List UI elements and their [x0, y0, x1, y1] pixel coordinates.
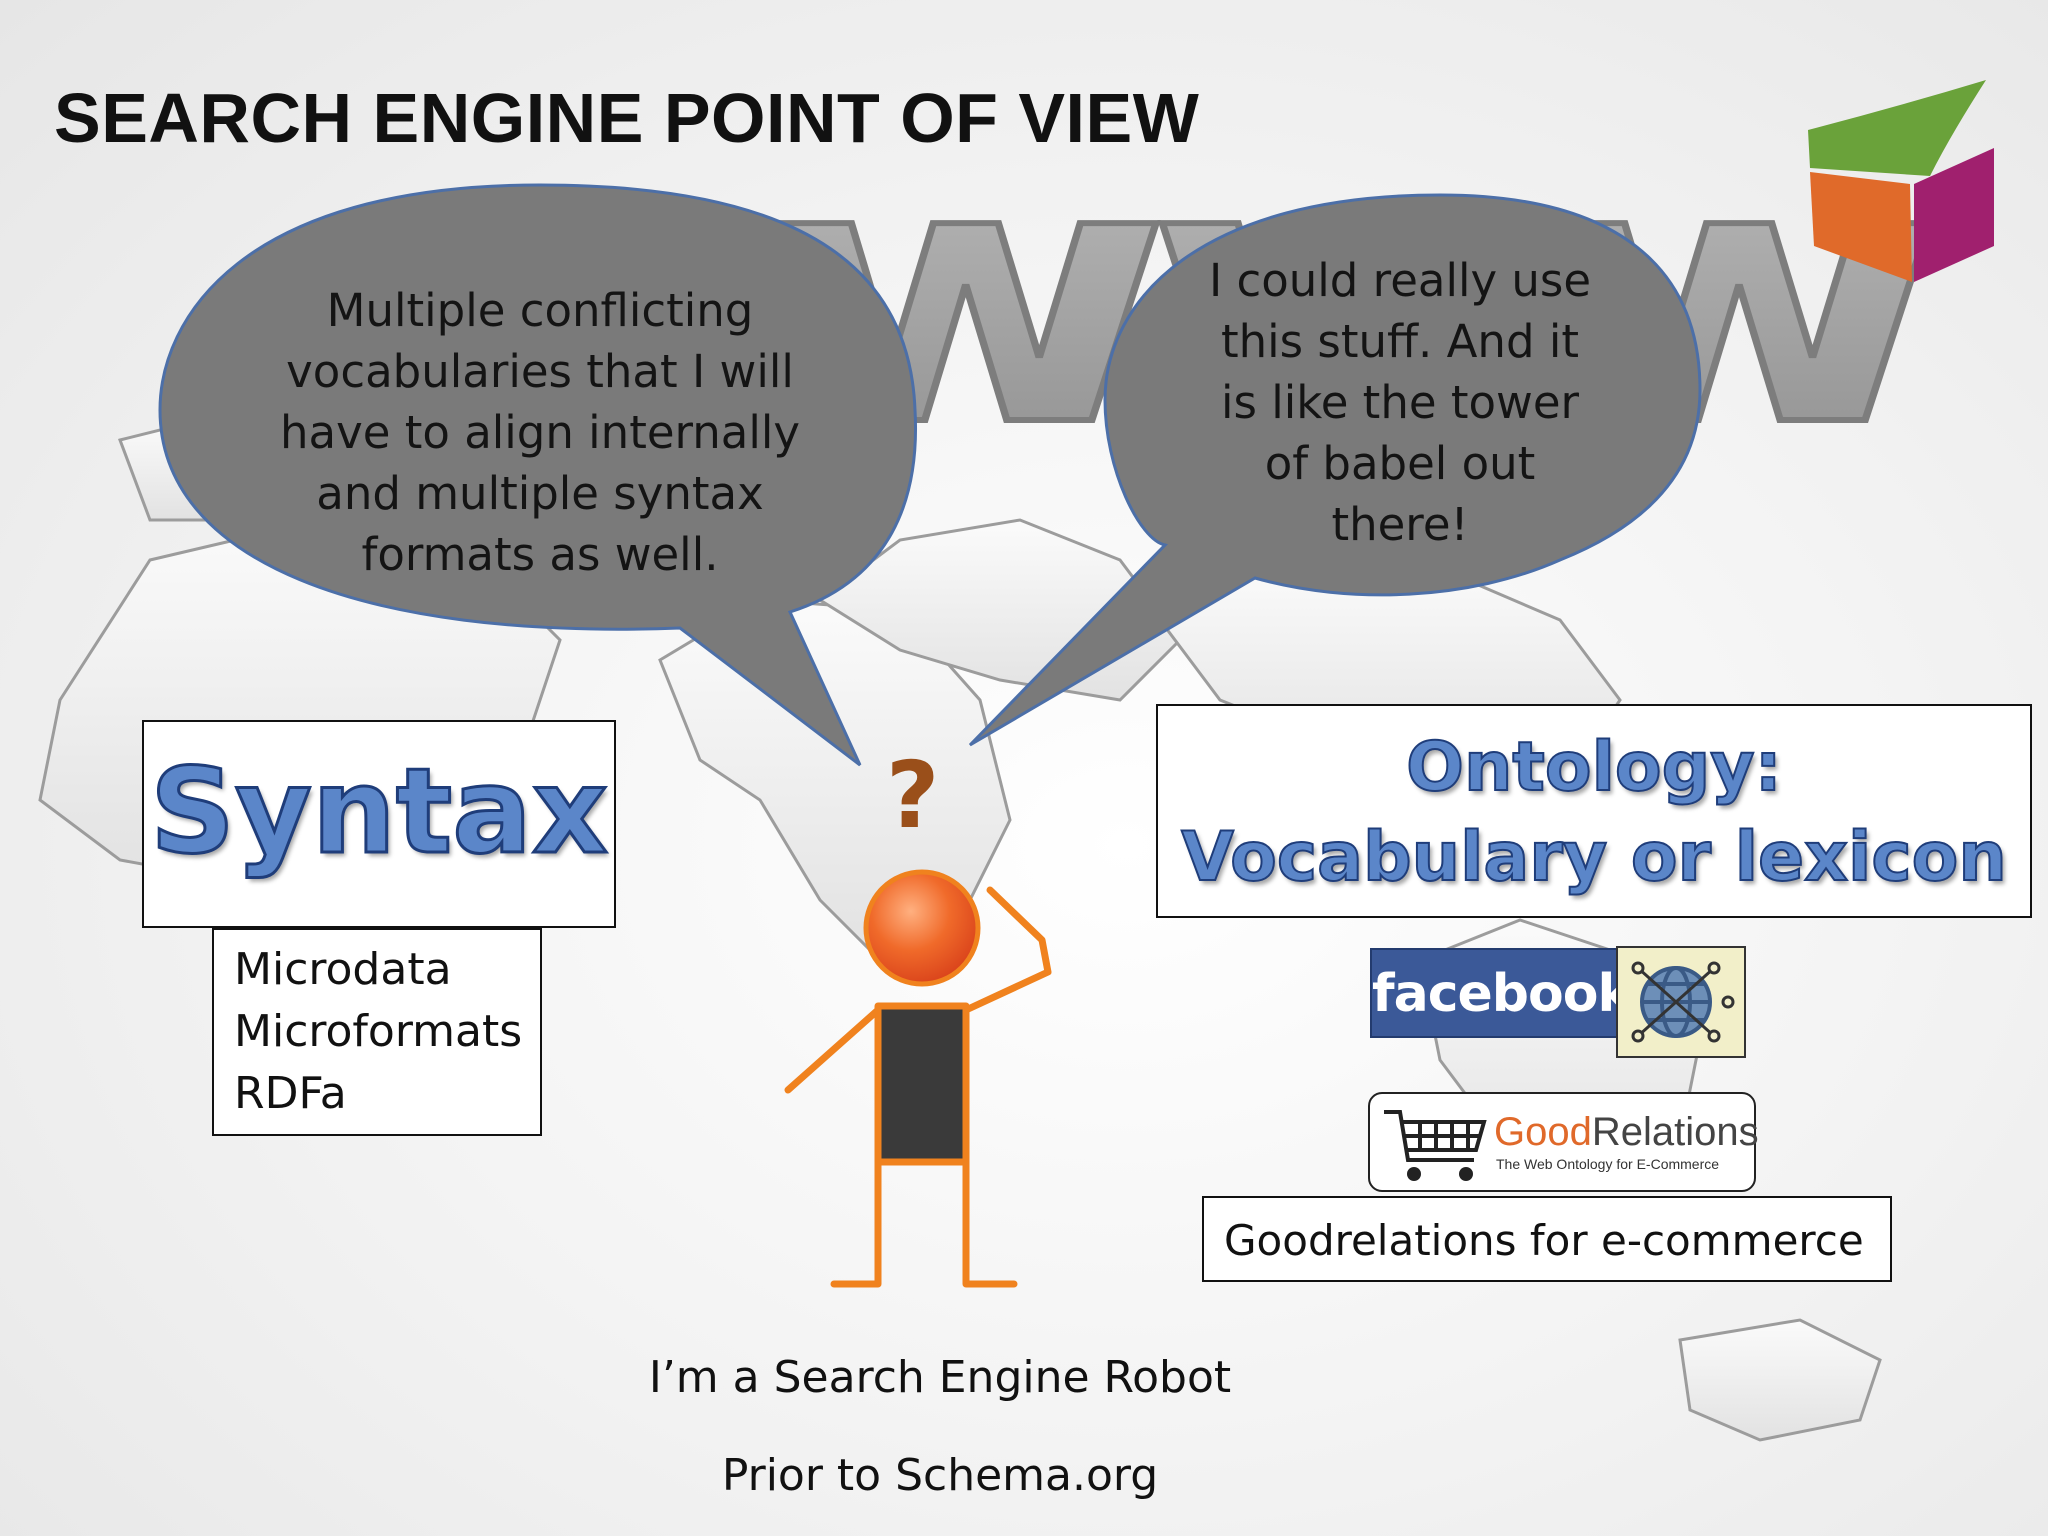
bubble-right-line: I could really use [1208, 254, 1592, 307]
syntax-box: Syntax [142, 720, 616, 928]
ontology-subheading: Vocabulary or lexicon [1180, 817, 2008, 898]
bubble-left-line: vocabularies that I will [286, 345, 794, 398]
robot-body [878, 1006, 966, 1162]
cube-leaf [1808, 80, 1986, 176]
bubble-left-line: Multiple conflicting [326, 284, 754, 337]
ontology-box: Ontology: Vocabulary or lexicon [1156, 704, 2032, 918]
cube-left-face [1810, 172, 1912, 282]
bubble-right-line: there! [1331, 498, 1469, 551]
bubble-left-line: and multiple syntax [316, 467, 764, 520]
goodrelations-tagline: The Web Ontology for E-Commerce [1496, 1156, 1720, 1172]
robot-caption: I’m a Search Engine Robot [648, 1352, 1232, 1403]
speech-bubble-left [158, 183, 918, 767]
cube-right-face [1914, 148, 1994, 282]
robot-right-arm [962, 886, 1052, 1014]
robot-head [863, 869, 981, 987]
speech-bubble-right [968, 193, 1702, 747]
facebook-logo-text: facebook [1372, 964, 1632, 1024]
bubble-left-line: have to align internally [280, 406, 800, 459]
goodrelations-caption: Goodrelations for e-commerce [1224, 1216, 1864, 1265]
bubble-right-line: this stuff. And it [1221, 315, 1579, 368]
goodrelations-name-good: Good [1494, 1110, 1592, 1154]
bubble-right-line: is like the tower [1220, 376, 1580, 429]
ontology-heading: Ontology: [1405, 727, 1783, 808]
syntax-list: Microdata Microformats RDFa [212, 928, 542, 1136]
semantic-web-logo [1616, 946, 1746, 1058]
goodrelations-name: GoodRelations [1494, 1110, 1759, 1155]
globe-icon [1631, 961, 1735, 1043]
bubble-left-line: formats as well. [361, 528, 719, 581]
robot-left-arm [784, 1006, 882, 1094]
speech-bubble-left-text: Multiple conflicting vocabularies that I… [260, 280, 820, 585]
cube-logo [1808, 80, 1994, 282]
syntax-item: Microformats [234, 1006, 523, 1057]
robot-left-leg [830, 1158, 882, 1288]
question-mark-icon: ? [886, 742, 940, 849]
shopping-cart-icon [1384, 1110, 1487, 1181]
prior-caption: Prior to Schema.org [721, 1450, 1159, 1501]
goodrelations-logo: GoodRelations The Web Ontology for E-Com… [1368, 1092, 1759, 1192]
speech-bubble-right-text: I could really use this stuff. And it is… [1160, 250, 1640, 555]
facebook-logo: facebook [1370, 948, 1632, 1038]
syntax-heading: Syntax [148, 741, 609, 882]
robot-right-leg [962, 1158, 1018, 1288]
robot-figure [784, 869, 1052, 1288]
syntax-item: RDFa [234, 1068, 347, 1119]
goodrelations-name-relations: Relations [1591, 1110, 1759, 1154]
slide-title: SEARCH ENGINE POINT OF VIEW [54, 79, 1200, 157]
bubble-right-line: of babel out [1264, 437, 1536, 490]
syntax-item: Microdata [234, 944, 452, 995]
goodrelations-caption-box: Goodrelations for e-commerce [1202, 1196, 1892, 1282]
